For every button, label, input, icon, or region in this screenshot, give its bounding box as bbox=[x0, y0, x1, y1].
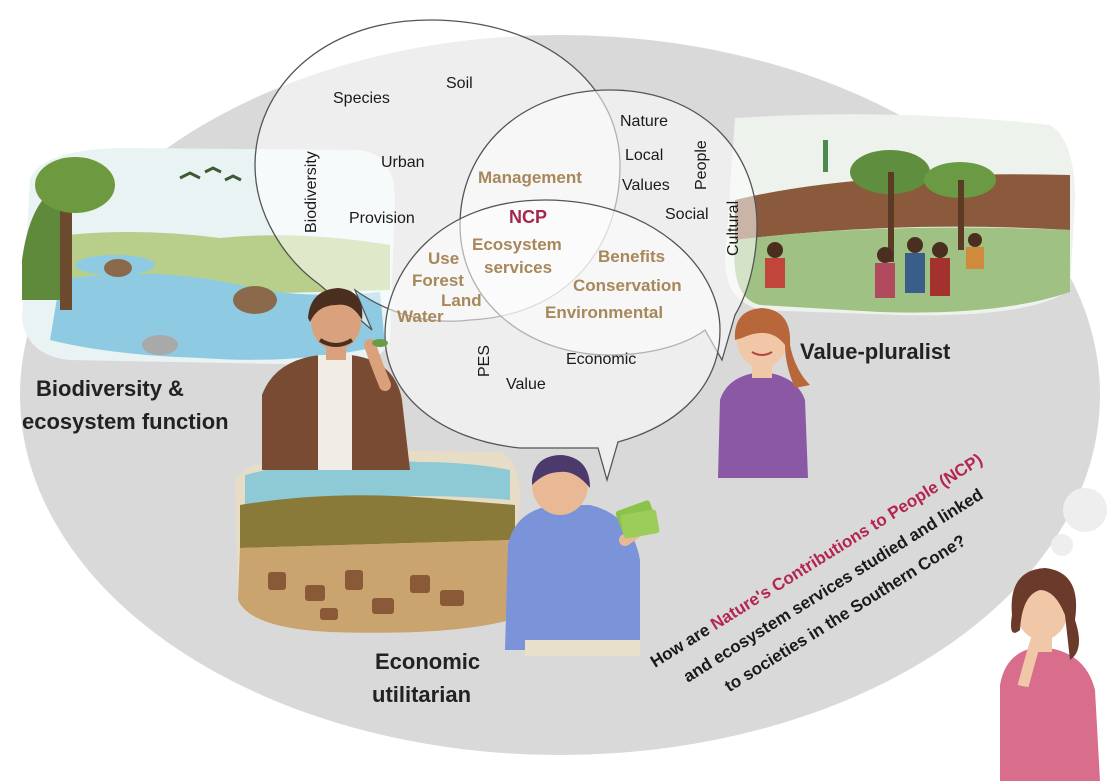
person-biodiversity-illustration bbox=[262, 288, 410, 470]
person-value-pluralist-illustration bbox=[718, 308, 810, 478]
term-environmental: Environmental bbox=[545, 303, 663, 322]
group-labels: Biodiversity & ecosystem function Value-… bbox=[22, 339, 951, 707]
term-benefits: Benefits bbox=[598, 247, 665, 266]
term-conservation: Conservation bbox=[573, 276, 682, 295]
term-social: Social bbox=[665, 206, 709, 223]
term-people: People bbox=[693, 140, 710, 190]
label-biodiversity-line1: Biodiversity & bbox=[36, 376, 184, 401]
term-pes: PES bbox=[476, 345, 493, 377]
term-cultural: Cultural bbox=[725, 201, 742, 256]
cultural-scene bbox=[725, 114, 1075, 316]
term-water: Water bbox=[397, 307, 444, 326]
label-economic-line1: Economic bbox=[375, 649, 480, 674]
term-forest: Forest bbox=[412, 271, 464, 290]
speech-bubbles bbox=[254, 19, 758, 483]
thought-bubble-dot bbox=[1063, 488, 1107, 532]
label-economic-line2: utilitarian bbox=[372, 682, 471, 707]
term-local: Local bbox=[625, 147, 663, 164]
label-value-pluralist: Value-pluralist bbox=[800, 339, 951, 364]
term-species: Species bbox=[333, 90, 390, 107]
label-biodiversity-line2: ecosystem function bbox=[22, 409, 229, 434]
bubble-terms: Species Soil Biodiversity Urban Provisio… bbox=[303, 75, 742, 393]
thought-bubble-dot bbox=[1051, 534, 1073, 556]
economic-bubble bbox=[384, 199, 721, 483]
term-values: Values bbox=[622, 177, 670, 194]
thinking-woman-illustration bbox=[1000, 568, 1100, 781]
deforestation-scene bbox=[235, 450, 520, 633]
term-management: Management bbox=[478, 168, 582, 187]
term-land: Land bbox=[441, 291, 482, 310]
term-urban: Urban bbox=[381, 154, 425, 171]
core-terms: Management NCP Ecosystem services Use Fo… bbox=[397, 168, 682, 326]
term-provision: Provision bbox=[349, 210, 415, 227]
term-use: Use bbox=[428, 249, 459, 268]
person-economic-illustration bbox=[505, 455, 660, 656]
term-services: services bbox=[484, 258, 552, 277]
term-ecosystem: Ecosystem bbox=[472, 235, 562, 254]
term-soil: Soil bbox=[446, 75, 473, 92]
term-economic: Economic bbox=[566, 351, 636, 368]
term-value: Value bbox=[506, 376, 546, 393]
term-ncp: NCP bbox=[509, 207, 547, 227]
term-nature: Nature bbox=[620, 113, 668, 130]
term-biodiversity: Biodiversity bbox=[303, 151, 320, 233]
